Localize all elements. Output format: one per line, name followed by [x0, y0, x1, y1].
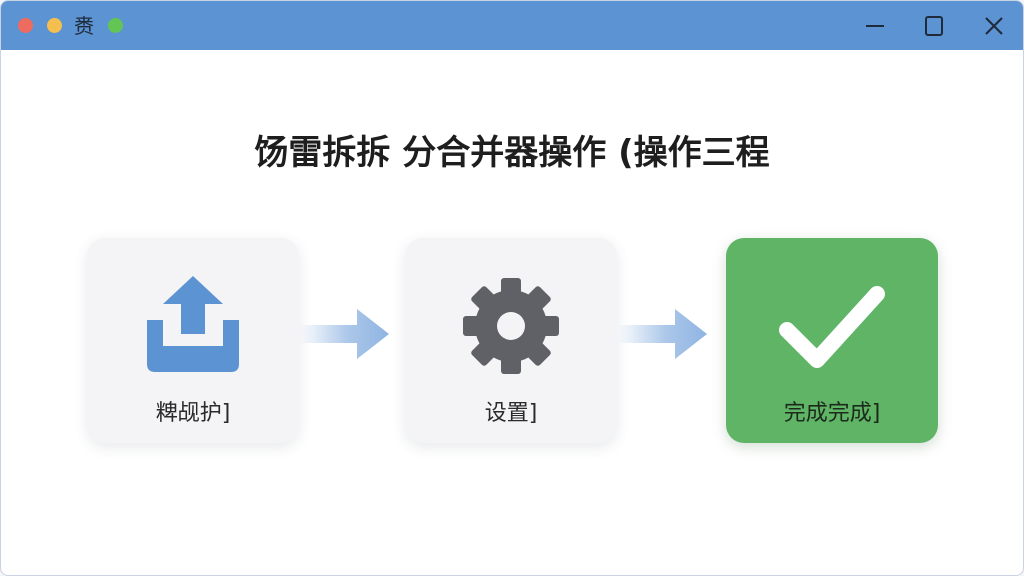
- close-dot-icon[interactable]: [18, 18, 33, 33]
- checkmark-icon: [777, 276, 887, 380]
- arrow-right-icon: [299, 303, 391, 369]
- maximize-dot-icon[interactable]: [108, 18, 123, 33]
- window-title: 赉: [74, 14, 94, 38]
- maximize-icon[interactable]: [919, 11, 949, 41]
- step-label-settings: 设置]: [484, 401, 538, 426]
- step-card-settings[interactable]: 设置]: [405, 238, 617, 443]
- title-bar: 赉: [1, 1, 1023, 50]
- gear-icon: [461, 276, 561, 380]
- step-label-upload: 粺觇护]: [155, 401, 231, 426]
- close-icon[interactable]: [979, 11, 1009, 41]
- arrow-right-icon: [617, 303, 709, 369]
- step-label-complete: 完成完成]: [783, 401, 881, 426]
- minimize-dot-icon[interactable]: [47, 18, 62, 33]
- step-card-upload[interactable]: 粺觇护]: [87, 238, 299, 443]
- minimize-icon[interactable]: [860, 11, 890, 41]
- step-card-complete[interactable]: 完成完成]: [726, 238, 938, 443]
- page-title: 饧雷拆拆 分合并器操作 (操作三程: [254, 133, 770, 173]
- upload-icon: [143, 276, 243, 380]
